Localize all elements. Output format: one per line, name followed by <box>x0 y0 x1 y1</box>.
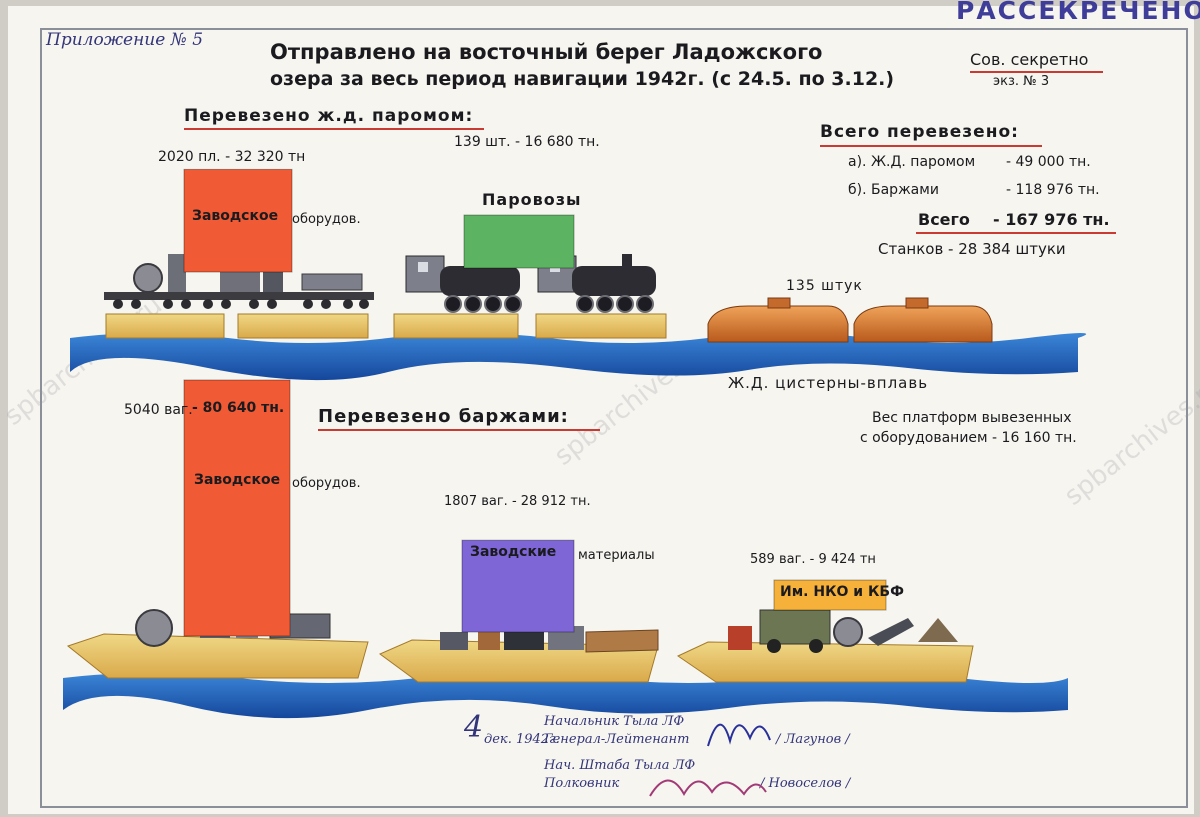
ferry-equipment-name-b: оборудов. <box>292 212 361 227</box>
ferry-equipment-value-label: 2020 пл. - 32 320 тн <box>158 149 306 165</box>
secrecy-label: Сов. секретно <box>970 50 1089 69</box>
totals-underline <box>820 145 1042 147</box>
copy-number: экз. № 3 <box>993 74 1050 89</box>
water-upper <box>70 333 1087 381</box>
section-barges-underline <box>318 429 600 431</box>
appendix-number: Приложение № 5 <box>46 30 204 50</box>
bar-barges-materials <box>461 539 575 633</box>
water-lower <box>63 673 1068 719</box>
drawing-frame <box>40 28 1188 808</box>
bar-ferry-locomotives <box>463 214 575 269</box>
section-ferry-title: Перевезено ж.д. паромом: <box>184 106 474 126</box>
total-sum-underline <box>916 232 1116 234</box>
bar-barges-equipment <box>183 379 291 637</box>
barges-equipment-value-b: - 80 640 тн. <box>192 400 285 416</box>
ferry-equipment-name-a: Заводское <box>192 208 279 224</box>
chart-title-line1: Отправлено на восточный берег Ладожского <box>270 40 823 64</box>
bar-barges-nko <box>773 579 887 611</box>
chief-title-2: Генерал-Лейтенант <box>544 732 690 747</box>
total-ferry-label: а). Ж.Д. паромом <box>848 154 976 170</box>
bars-layer <box>183 168 887 637</box>
platform-weight-note-1: Вес платформ вывезенных <box>872 410 1072 426</box>
staff-title-2: Полковник <box>544 776 620 791</box>
total-barges-value: - 118 976 тн. <box>1006 182 1100 198</box>
barge-cargo-nko <box>728 609 958 653</box>
staff-name: / Новоселов / <box>760 776 851 791</box>
total-barges-label: б). Баржами <box>848 182 939 198</box>
tank-cars <box>707 297 993 343</box>
signature-date: дек. 1942г. <box>484 732 560 747</box>
ferry-tanks-value-label: 135 штук <box>786 278 863 294</box>
staff-title-1: Нач. Штаба Тыла ЛФ <box>544 758 696 773</box>
total-sum-value: - 167 976 тн. <box>993 210 1110 229</box>
section-ferry-underline <box>184 128 484 130</box>
totals-heading: Всего перевезено: <box>820 122 1019 142</box>
section-barges-title: Перевезено баржами: <box>318 406 569 427</box>
secrecy-underline <box>970 71 1103 73</box>
chart-title-line2: озера за весь период навигации 1942г. (с… <box>270 68 895 90</box>
barges-equipment-value-a: 5040 ваг. <box>124 402 193 418</box>
declassified-stamp: РАССЕКРЕЧЕНО <box>956 0 1200 25</box>
platform-weight-note-2: с оборудованием - 16 160 тн. <box>860 430 1077 446</box>
barges-nko-name: Им. НКО и КБФ <box>780 584 904 600</box>
ferry-tanks-name: Ж.Д. цистерны-вплавь <box>728 374 929 392</box>
barge-hulls <box>66 633 974 683</box>
barges-materials-name-a: Заводские <box>470 544 557 560</box>
barges-materials-value-label: 1807 ваг. - 28 912 тн. <box>444 494 591 509</box>
flatcar-train <box>104 254 374 309</box>
barges-nko-value-label: 589 ваг. - 9 424 тн <box>750 552 876 567</box>
total-sum-label: Всего <box>918 210 970 229</box>
signature-date-day: 4 <box>464 710 484 745</box>
chief-name: / Лагунов / <box>776 732 850 747</box>
ferry-pontoons <box>105 313 667 339</box>
ferry-loco-name: Паровозы <box>482 190 582 209</box>
chief-title-1: Начальник Тыла ЛФ <box>544 714 685 729</box>
total-ferry-value: - 49 000 тн. <box>1006 154 1091 170</box>
barges-materials-name-b: материалы <box>578 548 655 563</box>
ferry-loco-value-label: 139 шт. - 16 680 тн. <box>454 134 600 150</box>
barges-equipment-name-a: Заводское <box>194 472 281 488</box>
barges-equipment-name-b: оборудов. <box>292 476 361 491</box>
chart-drawing <box>63 168 1087 719</box>
bar-ferry-equipment <box>183 168 293 273</box>
machines-count: Станков - 28 384 штуки <box>878 240 1066 258</box>
